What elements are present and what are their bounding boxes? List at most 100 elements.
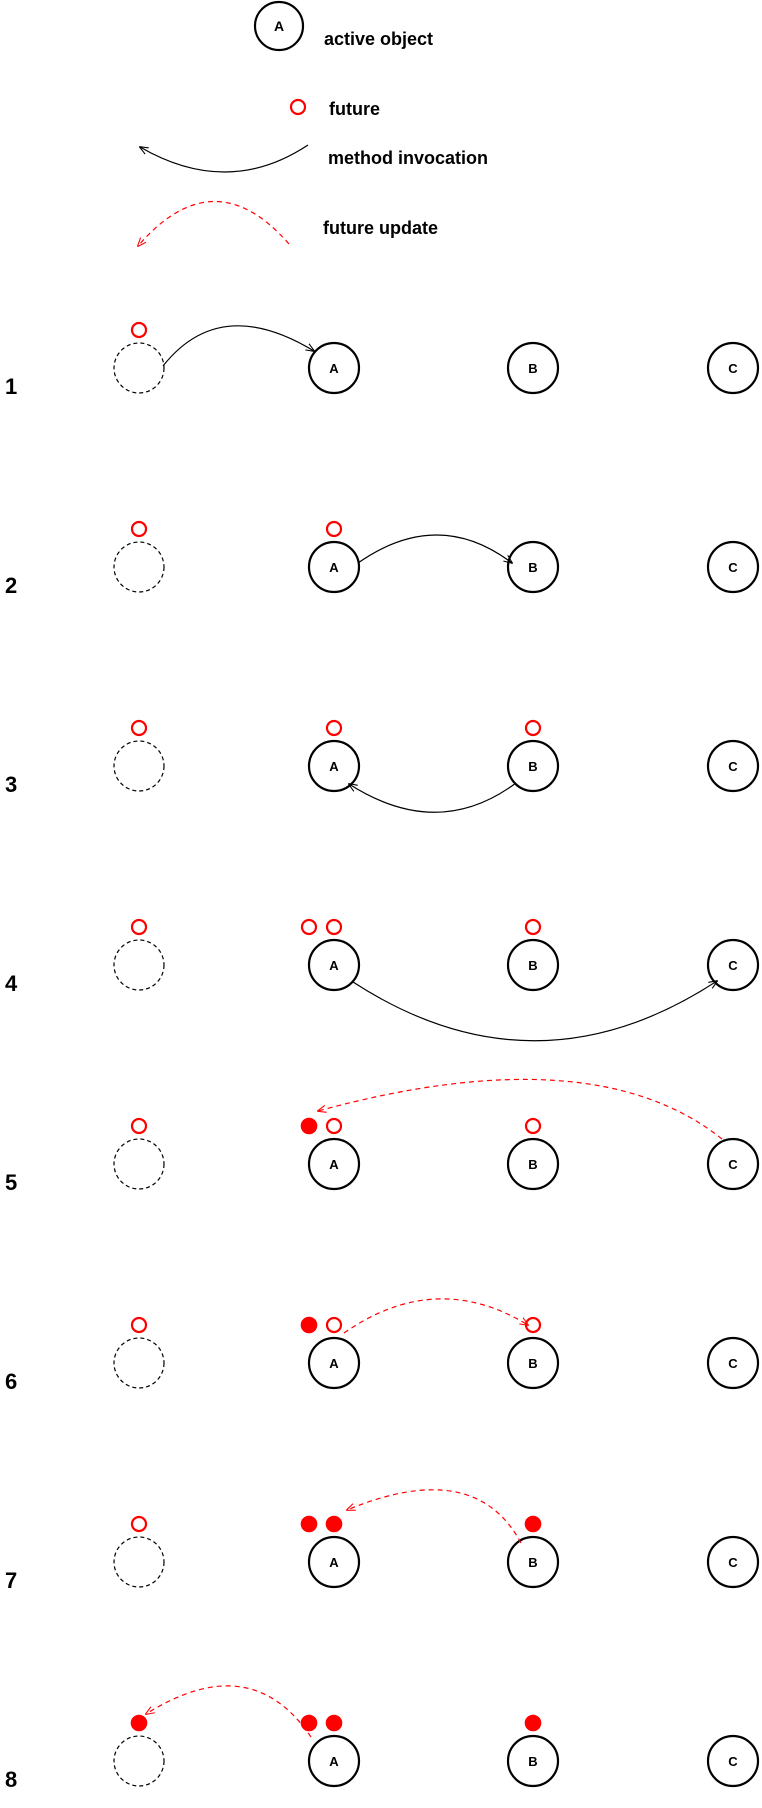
future-resolved <box>524 1714 542 1732</box>
active-object-C <box>706 1734 760 1788</box>
active-object-A <box>307 540 361 594</box>
future-pending <box>130 520 148 538</box>
legend-future: future <box>289 98 380 119</box>
active-object-B-letter: B <box>528 361 537 376</box>
step-number: 4 <box>5 971 18 996</box>
active-object-B <box>506 540 560 594</box>
active-object-C <box>706 938 760 992</box>
active-object-A-letter: A <box>329 958 339 973</box>
active-object-A-letter: A <box>329 1356 339 1371</box>
future-pending <box>130 1515 148 1533</box>
future-pending <box>325 520 343 538</box>
active-object-A-letter: A <box>329 1555 339 1570</box>
active-object-C-letter: C <box>728 560 738 575</box>
active-object-A <box>307 1535 361 1589</box>
legend-method-invocation: method invocation <box>140 144 488 173</box>
legend-method-invocation-arrow <box>140 144 309 173</box>
active-object-A <box>307 341 361 395</box>
caller-object <box>113 1536 165 1588</box>
future-resolved <box>325 1714 343 1732</box>
active-object-C-letter: C <box>728 1356 738 1371</box>
method-invocation-arrow <box>349 782 517 813</box>
method-invocation-arrow <box>352 981 717 1042</box>
step-1: 1 A B C <box>5 321 760 399</box>
future-pending <box>130 1316 148 1334</box>
step-number: 6 <box>5 1369 17 1394</box>
legend-future-update-arrow <box>138 201 290 246</box>
legend-active-object-letter: A <box>274 18 284 34</box>
caller-object <box>113 740 165 792</box>
step-4: 4 A B C <box>5 918 760 1042</box>
active-object-A-letter: A <box>329 560 339 575</box>
future-pending <box>325 719 343 737</box>
step-number: 2 <box>5 573 17 598</box>
legend-active-object: A active object <box>253 0 433 52</box>
future-pending <box>300 918 318 936</box>
caller-object <box>113 541 165 593</box>
future-pending <box>524 918 542 936</box>
active-object-B <box>506 739 560 793</box>
active-object-B <box>506 938 560 992</box>
future-pending <box>524 719 542 737</box>
active-object-A-letter: A <box>329 361 339 376</box>
legend-future-label: future <box>329 99 380 119</box>
future-pending <box>130 719 148 737</box>
active-object-C-letter: C <box>728 1555 738 1570</box>
future-update-arrow <box>343 1298 528 1334</box>
method-invocation-arrow <box>162 325 314 367</box>
active-object-B-letter: B <box>528 1356 537 1371</box>
future-pending <box>524 1117 542 1135</box>
active-object-C-letter: C <box>728 958 738 973</box>
legend-future-update-label: future update <box>323 218 438 238</box>
future-pending <box>325 918 343 936</box>
active-object-B <box>506 341 560 395</box>
active-object-B-letter: B <box>528 1754 537 1769</box>
future-resolved <box>300 1515 318 1533</box>
future-pending <box>325 1117 343 1135</box>
future-update-arrow <box>146 1685 312 1738</box>
active-object-A <box>307 1137 361 1191</box>
legend-future-icon <box>289 98 307 116</box>
legend-active-object-label: active object <box>324 29 433 49</box>
active-object-B <box>506 1336 560 1390</box>
active-object-A-letter: A <box>329 1754 339 1769</box>
future-resolved <box>325 1515 343 1533</box>
future-update-arrow <box>318 1078 723 1140</box>
active-object-B <box>506 1137 560 1191</box>
step-number: 1 <box>5 374 17 399</box>
caller-object <box>113 1337 165 1389</box>
legend-future-update: future update <box>138 201 438 246</box>
active-object-C <box>706 341 760 395</box>
step-2: 2 A B C <box>5 520 760 598</box>
active-object-A <box>307 938 361 992</box>
active-object-A <box>307 739 361 793</box>
active-object-C <box>706 1336 760 1390</box>
active-object-C-letter: C <box>728 1754 738 1769</box>
active-object-B <box>506 1535 560 1589</box>
active-object-B-letter: B <box>528 1555 537 1570</box>
active-object-A-letter: A <box>329 1157 339 1172</box>
active-object-C <box>706 739 760 793</box>
active-object-B-letter: B <box>528 1157 537 1172</box>
legend: A active object future method invocation… <box>138 0 488 246</box>
active-object-C <box>706 540 760 594</box>
active-object-C <box>706 1535 760 1589</box>
future-update-arrow <box>347 1489 522 1544</box>
step-number: 7 <box>5 1568 17 1593</box>
active-object-C-letter: C <box>728 361 738 376</box>
future-resolved <box>524 1515 542 1533</box>
active-object-A <box>307 1336 361 1390</box>
future-pending <box>325 1316 343 1334</box>
caller-object <box>113 939 165 991</box>
future-pending <box>130 918 148 936</box>
active-object-B-letter: B <box>528 958 537 973</box>
future-resolved <box>300 1117 318 1135</box>
active-object-B-letter: B <box>528 560 537 575</box>
future-resolved <box>300 1316 318 1334</box>
